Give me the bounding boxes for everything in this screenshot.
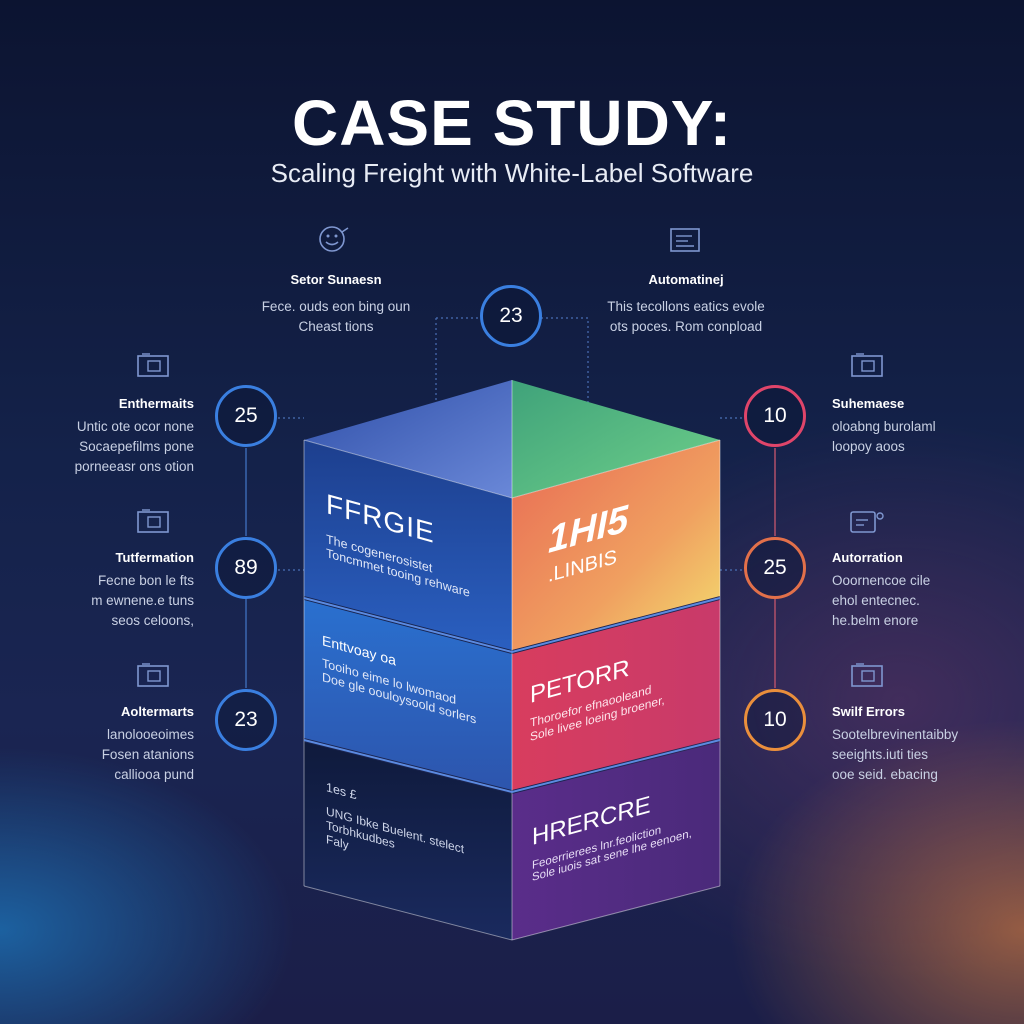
top-center-value: 23 xyxy=(499,304,523,327)
top-right-block: Automatinej This tecollons eatics evole … xyxy=(576,272,796,337)
right-item-line: seeights.iuti ties xyxy=(832,747,929,762)
left-item-line: Fosen atanions xyxy=(101,747,194,762)
left-item-line: porneeasr ons otion xyxy=(74,459,194,474)
left-value-circle-1: 25 xyxy=(215,385,277,447)
left-item-title: Aoltermarts xyxy=(121,704,194,719)
smiley-icon xyxy=(314,222,354,263)
right-value-circle-2: 25 xyxy=(744,537,806,599)
card-icon xyxy=(848,506,888,543)
right-item-line: ehol entecnec. xyxy=(832,593,920,608)
monitor-icon xyxy=(668,226,702,263)
right-item-1: Suhemaese oloabng burolaml loopoy aoos xyxy=(832,396,1024,457)
right-item-line: loopoy aoos xyxy=(832,439,905,454)
device-icon xyxy=(136,352,172,385)
device-icon xyxy=(136,662,172,695)
right-value-circle-3: 10 xyxy=(744,689,806,751)
left-item-line: m ewnene.e tuns xyxy=(91,593,194,608)
right-item-3: Swilf Errors Sootelbrevinentaibby seeigh… xyxy=(832,704,1024,785)
top-right-line: This tecollons eatics evole xyxy=(607,299,765,314)
right-item-line: oloabng burolaml xyxy=(832,419,936,434)
device-icon xyxy=(850,662,886,695)
left-item-title: Tutfermation xyxy=(115,550,194,565)
top-right-line: ots poces. Rom conpload xyxy=(609,319,763,334)
page-title: CASE STUDY: xyxy=(291,87,733,159)
left-item-1: Enthermaits Untic ote ocor none Socaepef… xyxy=(4,396,194,477)
top-center-value-circle: 23 xyxy=(480,285,542,347)
top-right-title: Automatinej xyxy=(648,272,724,287)
device-icon xyxy=(136,508,172,541)
right-item-line: ooe seid. ebacing xyxy=(832,767,938,782)
left-item-3: Aoltermarts lanolooeoimes Fosen atanions… xyxy=(4,704,194,785)
left-item-value: 23 xyxy=(234,708,258,731)
left-item-line: Fecne bon le fts xyxy=(97,573,194,588)
right-item-title: Autorration xyxy=(832,550,903,565)
top-left-line: Fece. ouds eon bing oun xyxy=(261,299,411,314)
right-value-circle-1: 10 xyxy=(744,385,806,447)
right-item-line: Ooornencoe cile xyxy=(832,573,931,588)
page-subtitle: Scaling Freight with White-Label Softwar… xyxy=(270,158,754,188)
left-item-line: Socaepefilms pone xyxy=(79,439,194,454)
right-item-line: Sootelbrevinentaibby xyxy=(832,727,959,742)
left-item-line: calliooa pund xyxy=(114,767,194,782)
left-item-value: 25 xyxy=(234,404,258,427)
right-item-line: he.belm enore xyxy=(832,613,919,628)
right-item-value: 10 xyxy=(763,708,787,731)
top-left-title: Setor Sunaesn xyxy=(290,272,382,287)
left-item-line: Untic ote ocor none xyxy=(76,419,194,434)
right-item-title: Swilf Errors xyxy=(832,704,905,719)
left-item-value: 89 xyxy=(234,556,258,579)
left-item-title: Enthermaits xyxy=(118,396,194,411)
right-item-value: 10 xyxy=(763,404,787,427)
right-item-value: 25 xyxy=(763,556,787,579)
right-item-title: Suhemaese xyxy=(832,396,905,411)
left-item-line: seos celoons, xyxy=(111,613,194,628)
left-value-circle-2: 89 xyxy=(215,537,277,599)
device-icon xyxy=(850,352,886,385)
right-item-2: Autorration Ooornencoe cile ehol entecne… xyxy=(832,550,1024,631)
left-value-circle-3: 23 xyxy=(215,689,277,751)
top-left-line: Cheast tions xyxy=(298,319,374,334)
left-item-line: lanolooeoimes xyxy=(106,727,194,742)
left-item-2: Tutfermation Fecne bon le fts m ewnene.e… xyxy=(4,550,194,631)
top-left-block: Setor Sunaesn Fece. ouds eon bing oun Ch… xyxy=(226,272,446,337)
